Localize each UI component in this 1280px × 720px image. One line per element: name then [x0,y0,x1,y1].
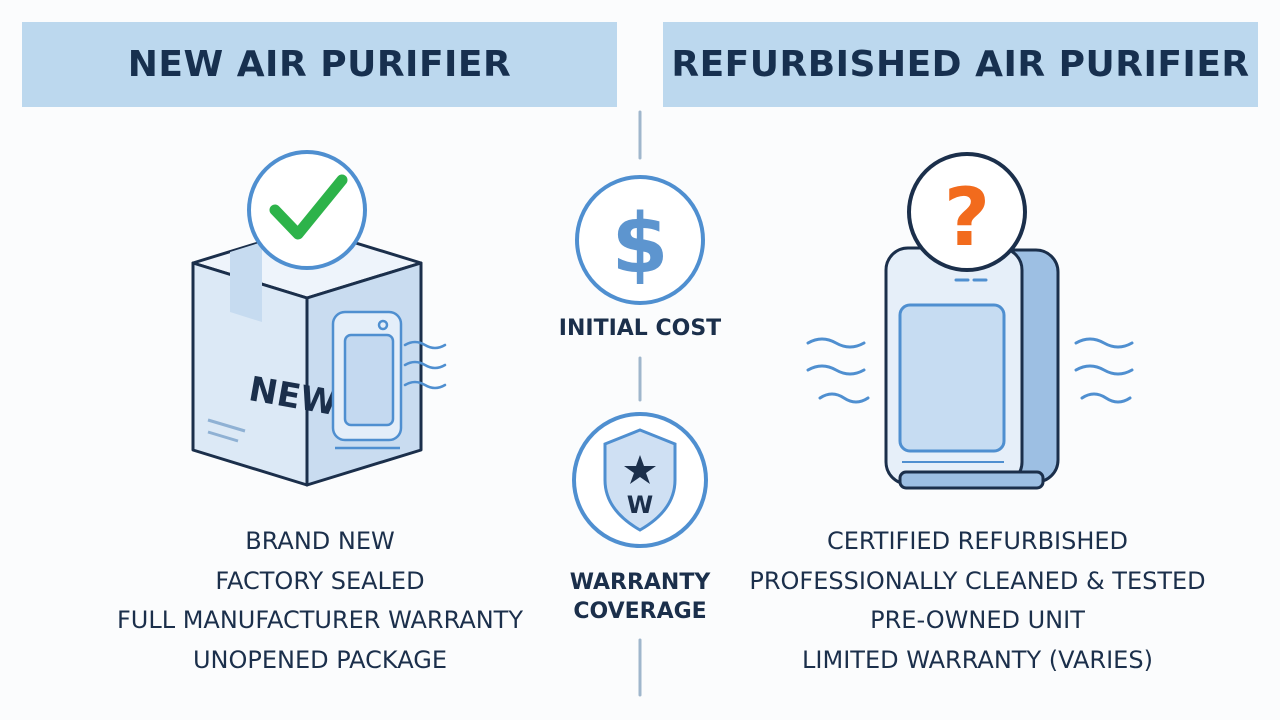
warranty-label-line1: WARRANTY [569,570,711,595]
refurbished-features-list: CERTIFIED REFURBISHED PROFESSIONALLY CLE… [690,522,1265,680]
refurbished-purifier-title: REFURBISHED AIR PURIFIER [671,44,1250,85]
dollar-symbol: $ [611,197,668,292]
shield-warranty-icon: W [572,412,708,548]
initial-cost-label: INITIAL COST [540,316,740,341]
list-item: PRE-OWNED UNIT [870,606,1085,634]
list-item: CERTIFIED REFURBISHED [826,527,1129,555]
refurbished-purifier-banner: REFURBISHED AIR PURIFIER [663,22,1258,107]
list-item: PROFESSIONALLY CLEANED & TESTED [749,566,1206,595]
refurbished-purifier-icon [884,246,1060,490]
list-item: BRAND NEW [245,527,395,555]
warranty-coverage-label: WARRANTY COVERAGE [540,568,740,626]
checkmark-icon [247,150,367,270]
svg-text:?: ? [944,171,990,264]
list-item: UNOPENED PACKAGE [192,645,448,674]
list-item: LIMITED WARRANTY (VARIES) [802,645,1153,674]
new-purifier-banner: NEW AIR PURIFIER [22,22,617,107]
airflow-waves-left [403,340,447,390]
list-item: FULL MANUFACTURER WARRANTY [116,606,524,634]
warranty-label-line2: COVERAGE [573,599,707,624]
airflow-waves-right [806,337,1134,404]
dollar-icon: $ [575,175,705,305]
new-purifier-title: NEW AIR PURIFIER [127,44,512,85]
shield-letter: W [627,491,653,519]
question-mark-icon: ? [907,152,1027,272]
boxed-purifier-icon [331,310,403,450]
initial-cost-text: INITIAL COST [558,316,722,341]
list-item: FACTORY SEALED [215,566,425,595]
new-features-list: BRAND NEW FACTORY SEALED FULL MANUFACTUR… [40,522,600,680]
